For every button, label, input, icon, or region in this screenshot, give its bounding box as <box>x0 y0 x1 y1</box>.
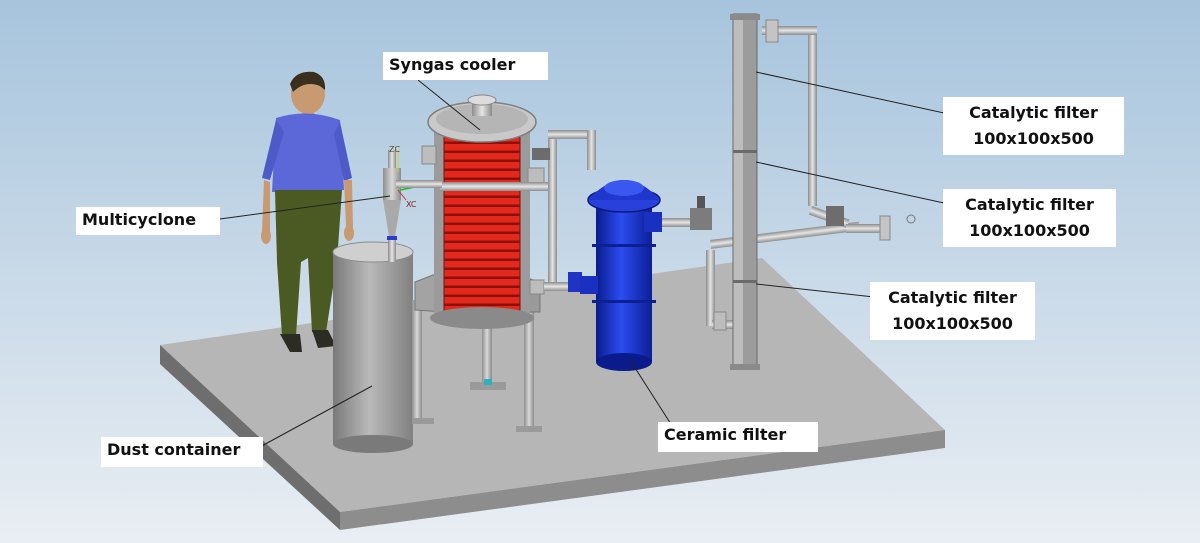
label-catalytic-filter-3: Catalytic filter 100x100x500 <box>870 282 1035 340</box>
dust-container <box>332 241 414 453</box>
label-ceramic-filter: Ceramic filter <box>658 422 818 452</box>
ceramic-filter <box>580 180 662 371</box>
label-catalytic-filter-1: Catalytic filter 100x100x500 <box>943 97 1124 155</box>
catalytic-filter-3-size: 100x100x500 <box>892 314 1013 333</box>
catalytic-filter-1-size: 100x100x500 <box>973 129 1094 148</box>
label-catalytic-filter-2: Catalytic filter 100x100x500 <box>943 189 1116 247</box>
catalytic-filter-1-name: Catalytic filter <box>969 103 1098 122</box>
catalytic-filter-3-name: Catalytic filter <box>888 288 1017 307</box>
axis-marker-x: XC <box>406 200 417 209</box>
human-figure <box>261 71 354 352</box>
catalytic-filter-column <box>730 13 760 370</box>
syngas-cooler <box>412 94 545 432</box>
leader-lines <box>219 71 945 449</box>
axis-marker-z: ZC <box>389 145 400 154</box>
label-multicyclone: Multicyclone <box>76 207 220 235</box>
catalytic-filter-2-size: 100x100x500 <box>969 221 1090 240</box>
catalytic-filter-2-name: Catalytic filter <box>965 195 1094 214</box>
gas-piping <box>396 19 916 331</box>
label-syngas-cooler: Syngas cooler <box>383 52 548 80</box>
label-dust-container: Dust container <box>101 437 263 467</box>
